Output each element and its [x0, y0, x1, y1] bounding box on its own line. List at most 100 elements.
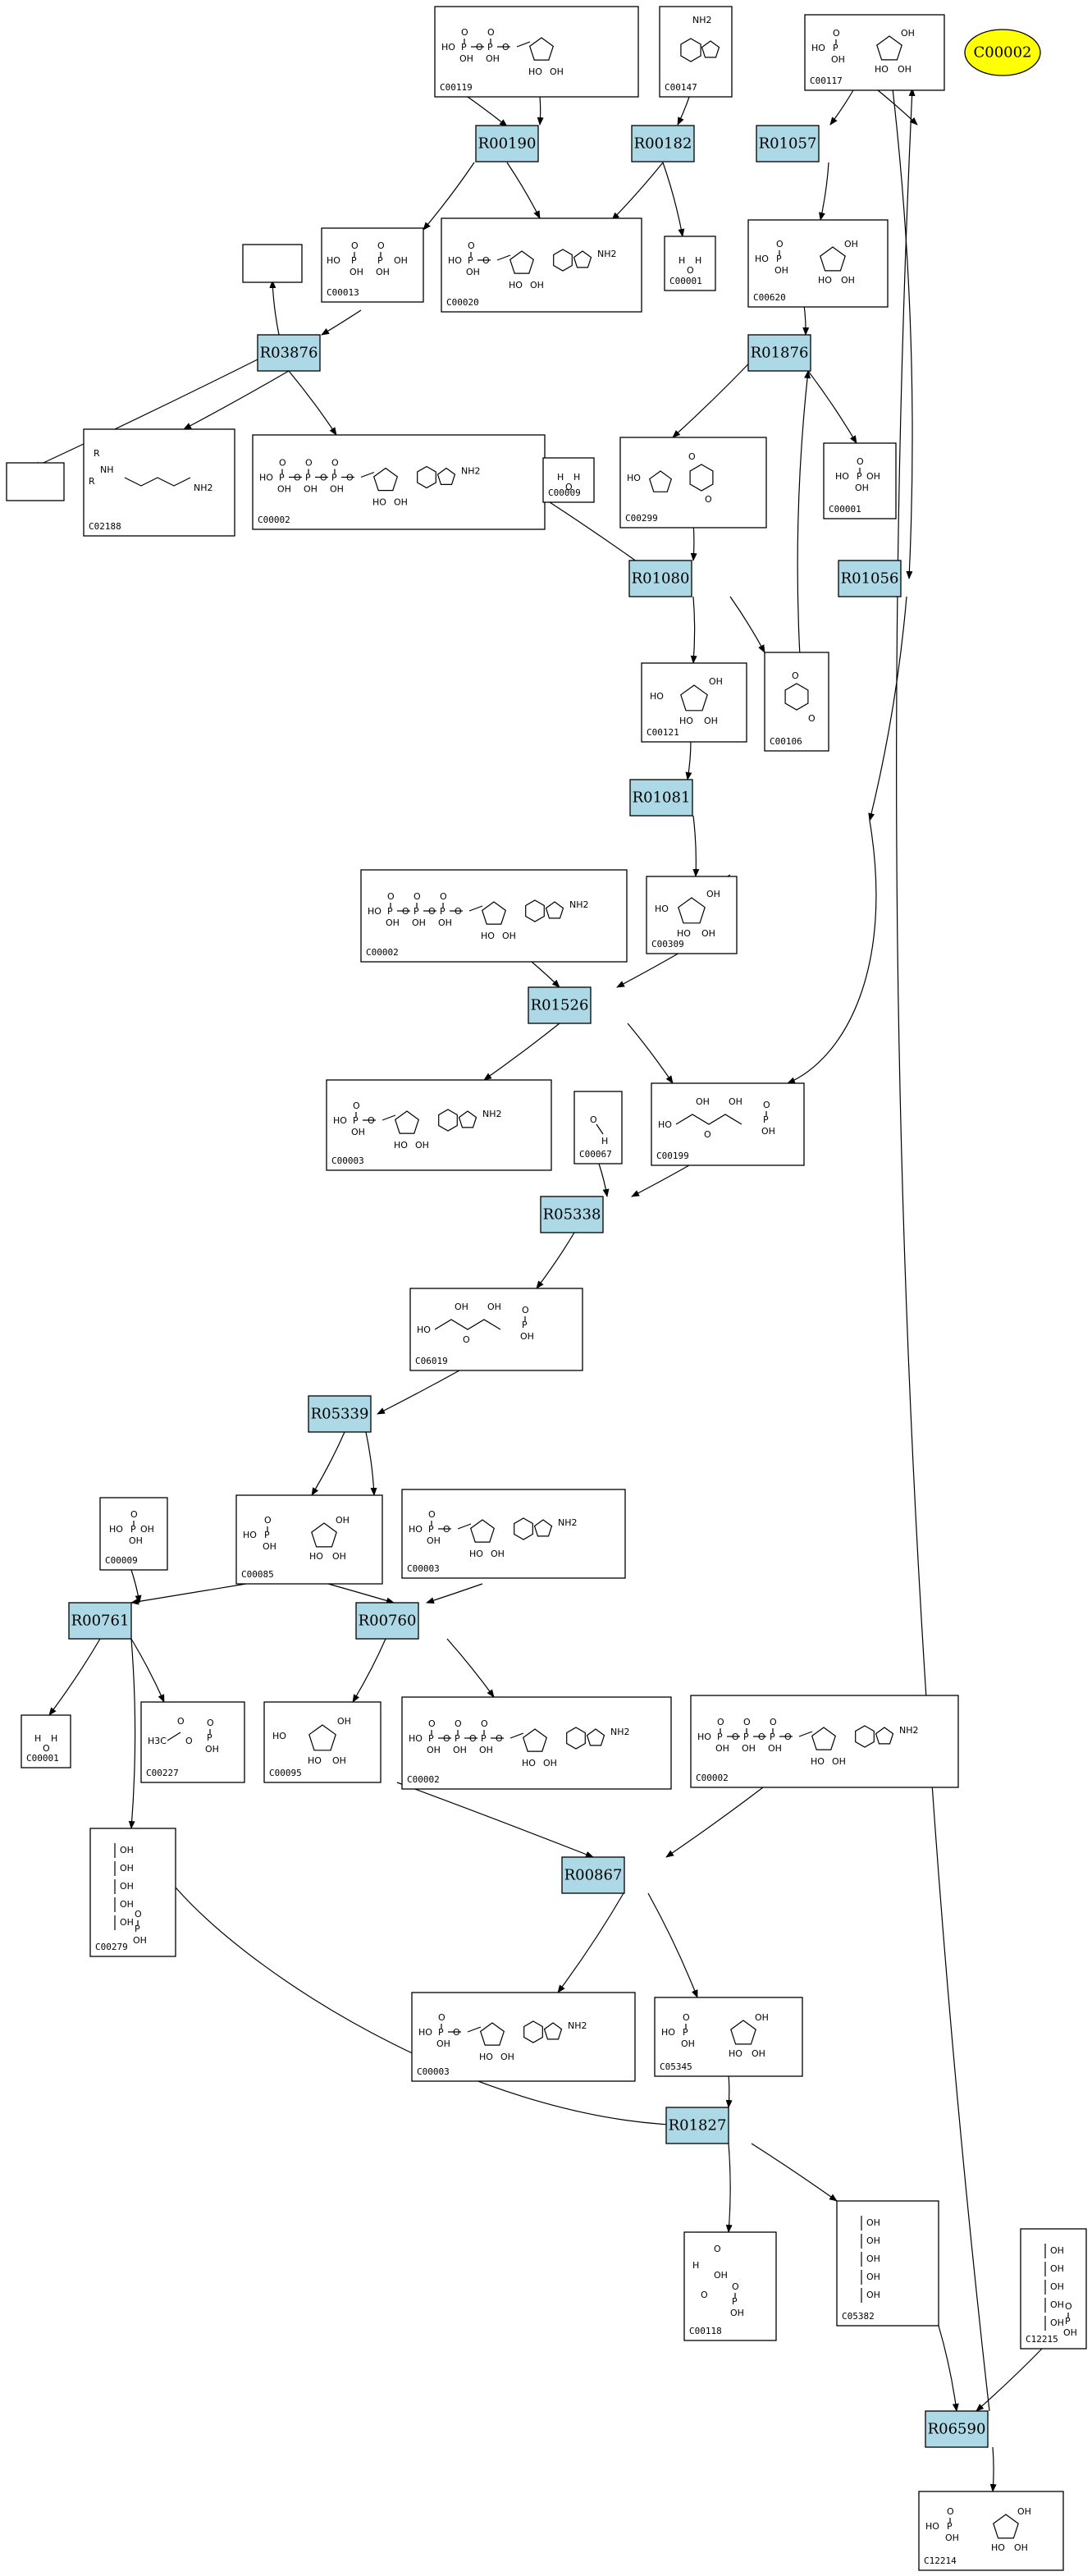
compound-id: C06019 — [415, 1356, 448, 1366]
svg-text:OH: OH — [459, 53, 473, 64]
reaction-node[interactable]: R01827 — [665, 2107, 729, 2144]
reaction-node[interactable]: R03876 — [257, 334, 321, 372]
svg-text:O: O — [947, 2506, 954, 2517]
edge-arrow — [725, 2143, 733, 2233]
svg-text:O: O — [443, 1524, 450, 1535]
svg-text:O: O — [264, 1515, 272, 1526]
svg-text:HO: HO — [818, 275, 832, 286]
svg-text:O: O — [808, 713, 816, 724]
svg-text:OH: OH — [831, 54, 845, 65]
empty-node[interactable] — [6, 462, 65, 501]
edge-arrow — [467, 96, 508, 127]
edge-arrow — [269, 280, 280, 336]
svg-text:O: O — [130, 1509, 138, 1520]
compound-id: C00003 — [331, 1155, 364, 1166]
reaction-id: R00761 — [71, 1613, 130, 1630]
reaction-node[interactable]: R00761 — [68, 1602, 132, 1640]
svg-text:H: H — [692, 2260, 699, 2271]
edge-arrow — [896, 88, 990, 2412]
svg-text:OH: OH — [486, 53, 500, 64]
svg-text:OH: OH — [709, 676, 723, 687]
empty-node[interactable] — [242, 244, 303, 283]
compound-id: C00003 — [407, 1563, 440, 1574]
reaction-node[interactable]: R01056 — [838, 560, 902, 597]
svg-text:O: O — [463, 1334, 470, 1345]
svg-text:OH: OH — [714, 2270, 728, 2281]
svg-text:OH: OH — [704, 716, 718, 726]
svg-text:HO: HO — [522, 1758, 536, 1768]
svg-text:O: O — [453, 2027, 460, 2038]
reaction-node[interactable]: R00190 — [475, 125, 539, 162]
svg-text:OH: OH — [332, 1551, 346, 1562]
edge-arrow — [321, 309, 362, 336]
reaction-node[interactable]: R06590 — [925, 2410, 989, 2448]
svg-text:OH: OH — [394, 255, 408, 266]
svg-text:NH2: NH2 — [461, 466, 481, 477]
svg-text:P: P — [776, 254, 782, 264]
reaction-node[interactable]: R01526 — [528, 986, 592, 1024]
edge-arrow — [130, 1583, 247, 1605]
edge-arrow — [128, 1638, 136, 1829]
reaction-node[interactable]: R00867 — [561, 1856, 625, 1894]
svg-text:OH: OH — [427, 1535, 441, 1546]
reaction-node[interactable]: R01081 — [629, 779, 693, 817]
reaction-node[interactable]: R05338 — [540, 1196, 604, 1233]
highlight-compound[interactable]: C00002 — [964, 29, 1041, 76]
reaction-node[interactable]: R00760 — [355, 1602, 419, 1640]
svg-text:OH: OH — [866, 2253, 880, 2264]
reaction-node[interactable]: R01057 — [756, 125, 820, 162]
reaction-node[interactable]: R05339 — [308, 1395, 372, 1433]
edge-arrow — [819, 162, 829, 221]
edge-arrow — [868, 596, 907, 821]
reaction-node[interactable]: R01080 — [628, 560, 692, 597]
svg-text:P: P — [440, 906, 445, 917]
svg-text:O: O — [353, 1100, 360, 1111]
reaction-node[interactable]: R00182 — [631, 125, 695, 162]
svg-text:OH: OH — [386, 917, 400, 928]
svg-text:HO: HO — [418, 2027, 432, 2038]
svg-text:P: P — [717, 1732, 723, 1742]
svg-text:P: P — [207, 1732, 212, 1743]
svg-text:HO: HO — [925, 2521, 939, 2532]
svg-text:OH: OH — [866, 471, 880, 482]
svg-text:OH: OH — [1050, 2281, 1064, 2292]
svg-text:OH: OH — [715, 1743, 729, 1754]
reaction-node[interactable]: R01876 — [747, 334, 811, 372]
edge-arrow — [685, 740, 692, 780]
